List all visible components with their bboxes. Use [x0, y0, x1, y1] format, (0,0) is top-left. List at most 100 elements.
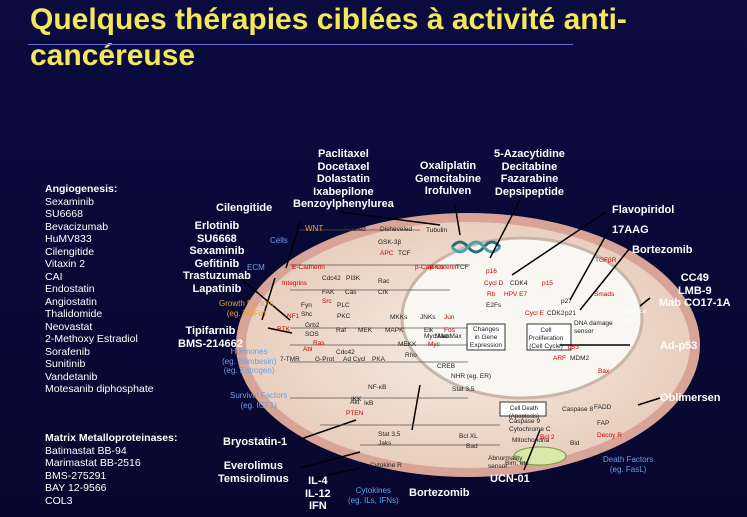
node-mekk: MEKK	[398, 341, 416, 349]
node-mkk: MKKs	[390, 314, 407, 322]
node-mycmax: Myc:Max	[424, 333, 450, 341]
label-bortezomib-bottom: Bortezomib	[409, 487, 470, 500]
node-p27: p27	[561, 298, 572, 306]
ext-growth-factors: Growth Factors(eg. TGFα)	[219, 299, 274, 318]
node-bcl2: Bcl 2	[540, 434, 554, 442]
node-cycd: Cycl D	[484, 280, 503, 288]
node-p53: p53	[568, 344, 579, 352]
label-cilengitide: Cilengitide	[216, 202, 272, 215]
node-grb2: Grb2	[305, 322, 319, 330]
node-ikb: IκB	[364, 400, 373, 408]
ext-survival-factors: Survival Factors(eg. IGF1)	[230, 391, 287, 410]
ext-wnt: WNT	[305, 224, 323, 234]
node-ecadherin: E-Cadherin	[292, 264, 325, 272]
node-mek: MEK	[358, 327, 372, 335]
node-nfkb: NF-κB	[368, 384, 386, 392]
label-flavopiridol: Flavopiridol	[612, 204, 674, 217]
node-nf1: NF1	[287, 313, 299, 321]
node-arf: ARF	[553, 355, 566, 363]
node-p21: p21	[565, 310, 576, 318]
node-gsk3b: GSK-3β	[378, 239, 401, 247]
node-rho: Rho	[405, 352, 417, 360]
label-antibodies: CC49LMB-9Mab CO17-1A	[659, 272, 731, 310]
label-platins: OxaliplatinGemcitabineIrofulven	[415, 160, 481, 198]
node-fap: FAP	[597, 420, 609, 428]
ext-ecm: ECM	[247, 263, 265, 273]
node-fyn: Fyn	[301, 302, 312, 310]
node-changes: Changesin GeneExpression	[468, 326, 504, 350]
node-mapk: MAPK	[385, 327, 403, 335]
node-adcycl: Ad Cycl	[343, 356, 365, 364]
label-bortezomib-top: Bortezomib	[632, 244, 693, 257]
node-e2fs: E2Fs	[486, 302, 501, 310]
node-akt: Akt	[350, 399, 359, 407]
ext-cells: Cells	[270, 236, 288, 246]
node-shc: Shc	[301, 311, 312, 319]
node-cytr: Cytokine R	[370, 462, 402, 470]
node-tgfbr: TGFβR	[595, 257, 616, 265]
node-dishevelled: Disheveled	[380, 226, 412, 234]
label-ad-p53: Ad-p53	[660, 340, 697, 353]
node-caspase8: Caspase 8	[562, 406, 593, 414]
node-abl: Abl	[303, 346, 312, 354]
label-mtor-inhibitors: EverolimusTemsirolimus	[218, 460, 289, 485]
label-hypomethylating: 5-AzacytidineDecitabineFazarabineDepsipe…	[494, 148, 565, 198]
node-jun: Jun	[444, 314, 454, 322]
node-jaks: Jaks	[378, 440, 391, 448]
label-ucn01: UCN-01	[490, 473, 530, 486]
node-tubulin: Tubulin	[426, 227, 447, 235]
node-cdc42: Cdc42	[322, 275, 341, 283]
node-cyce: Cycl E	[525, 310, 544, 318]
node-crk: Crk	[378, 289, 388, 297]
node-creb: CREB	[437, 363, 455, 371]
node-jnk: JNKs	[420, 314, 436, 322]
node-fadd: FADD	[594, 404, 611, 412]
ext-cytokines: Cytokines(eg. ILs, IFNs)	[348, 486, 399, 505]
node-rb: Rb	[487, 291, 495, 299]
node-smads: Smads	[594, 291, 614, 299]
node-bax: Bax	[598, 368, 609, 376]
node-pka: PKA	[372, 356, 385, 364]
node-mdm2: MDM2	[570, 355, 589, 363]
node-pkc: PKC	[337, 313, 350, 321]
node-fak: FAK	[322, 289, 334, 297]
node-gprot: G-Prot	[315, 356, 334, 364]
ext-hormones: Hormones(eg. Bombesin)(eg. Estrogen)	[222, 347, 276, 376]
node-bclxl: Bcl XL	[459, 433, 478, 441]
node-cytc: Cytochrome C	[509, 426, 551, 434]
node-prolif: CellProliferation(Cell Cycle)	[528, 327, 564, 351]
node-src: Src	[322, 298, 332, 306]
label-taxanes: PaclitaxelDocetaxelDolastatinIxabepilone…	[293, 148, 394, 211]
node-stat35: Stat 3,5	[452, 386, 474, 394]
node-p16: p16	[486, 268, 497, 276]
node-pi3k: PI3K	[346, 275, 360, 283]
node-bim: Bim, etc	[505, 460, 528, 468]
node-dna_damage: DNA damagesensor	[574, 320, 613, 336]
node-cas: Cas	[345, 289, 357, 297]
node-death: Cell Death(Apoptosis)	[501, 405, 547, 421]
label-17aag: 17AAG	[612, 224, 649, 237]
node-bad: Bad	[466, 443, 478, 451]
node-cdk2: CDK2	[547, 310, 564, 318]
label-interleukins: IL-4IL-12IFN	[305, 475, 331, 513]
node-raf: Raf	[336, 327, 346, 335]
node-hpv: HPV E7	[504, 291, 527, 299]
node-gpcr: 7-TMR	[280, 356, 300, 364]
node-frizzled: Frizzled	[343, 226, 366, 234]
node-stat35: Stat 3,5	[378, 431, 400, 439]
node-sos: SOS	[305, 331, 319, 339]
node-cdk4: CDK4	[510, 280, 527, 288]
node-p15: p15	[542, 280, 553, 288]
node-ras: Ras	[313, 340, 325, 348]
label-oblimersen: Oblimersen	[660, 392, 721, 405]
node-pten: PTEN	[346, 410, 363, 418]
node-bid: Bid	[570, 440, 579, 448]
node-tcf: TCF	[398, 250, 411, 258]
node-cdc42: Cdc42	[336, 349, 355, 357]
node-surface_ag: SurfaceAg	[624, 308, 646, 324]
node-rtk: RTK	[277, 326, 290, 334]
node-nhr: NHR (eg. ER)	[451, 373, 491, 381]
node-plc: PLC	[337, 302, 350, 310]
label-egfr-inhibitors: ErlotinibSU6668SexaminibGefitinibTrastuz…	[183, 220, 251, 295]
